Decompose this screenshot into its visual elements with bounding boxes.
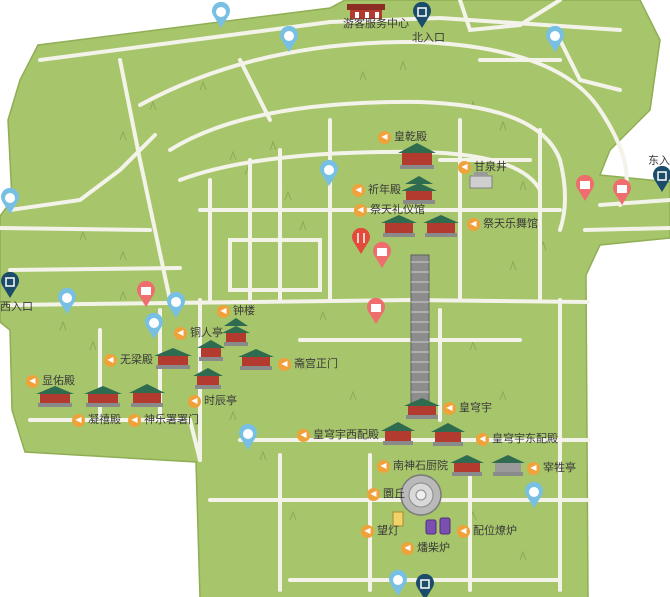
qinian-hall-building-icon (401, 176, 437, 204)
audio-guide-icon[interactable]: ◀ (378, 130, 391, 144)
shichen-pavilion-building-icon (193, 368, 223, 390)
toilet-pin-icon[interactable] (211, 2, 231, 28)
east-gate-pin-icon[interactable] (652, 165, 670, 192)
audio-guide-icon[interactable]: ◀ (401, 541, 414, 555)
toilet-pin-icon[interactable] (0, 188, 20, 214)
attraction-xianyou-hall[interactable]: ◀显佑殿 (26, 374, 75, 388)
visitor-center-label[interactable]: 游客服务中心 (343, 17, 409, 30)
audio-guide-icon[interactable]: ◀ (527, 461, 540, 475)
toilet-pin-icon[interactable] (166, 292, 186, 318)
attraction-wangdeng[interactable]: ◀望灯 (361, 524, 399, 538)
attraction-ningxi-hall[interactable]: ◀凝禧殿 (72, 413, 121, 427)
audio-guide-icon[interactable]: ◀ (443, 401, 456, 415)
attraction-huangqiong-yu[interactable]: ◀皇穹宇 (443, 401, 492, 415)
north-gate-pin-icon[interactable] (412, 1, 432, 29)
first-aid-pin-icon[interactable] (612, 179, 632, 205)
audio-guide-icon[interactable]: ◀ (476, 432, 489, 446)
attraction-ganquan-well[interactable]: ◀甘泉井 (458, 160, 507, 174)
audio-guide-icon[interactable]: ◀ (278, 357, 291, 371)
audio-guide-icon[interactable]: ◀ (128, 413, 141, 427)
yuewu-hall-building-icon (423, 215, 459, 237)
shenyue-gate-building-icon (129, 384, 165, 408)
audio-guide-icon[interactable]: ◀ (467, 217, 480, 231)
toilet-pin-icon[interactable] (545, 26, 565, 52)
audio-guide-icon[interactable]: ◀ (26, 374, 39, 388)
audio-guide-icon[interactable]: ◀ (457, 524, 470, 538)
zhaigong-building-icon (238, 349, 274, 371)
audio-guide-icon[interactable]: ◀ (361, 524, 374, 538)
west-side-hall-building-icon (381, 422, 415, 446)
toilet-pin-icon[interactable] (144, 313, 164, 339)
restaurant-pin-icon[interactable] (351, 228, 371, 254)
first-aid-pin-icon[interactable] (372, 242, 392, 268)
audio-guide-icon[interactable]: ◀ (352, 183, 365, 197)
attraction-zaisheng-pavilion[interactable]: ◀宰牲亭 (527, 461, 576, 475)
audio-guide-icon[interactable]: ◀ (354, 203, 367, 217)
attraction-peiwei-furnace[interactable]: ◀配位燎炉 (457, 524, 517, 538)
wuliang-hall-building-icon (154, 348, 192, 370)
audio-guide-icon[interactable]: ◀ (217, 304, 230, 318)
audio-guide-icon[interactable]: ◀ (72, 413, 85, 427)
attraction-shenyue-gate[interactable]: ◀神乐署署门 (128, 413, 199, 427)
east-side-hall-building-icon (431, 423, 465, 447)
attraction-huangqian-hall[interactable]: ◀皇乾殿 (378, 130, 427, 144)
toilet-pin-icon[interactable] (238, 424, 258, 450)
attraction-south-kitchen[interactable]: ◀南神石厨院 (377, 459, 448, 473)
attraction-shichen-pavilion[interactable]: ◀时辰亭 (188, 394, 237, 408)
north-gate-label[interactable]: 北入口 (412, 31, 445, 44)
audio-guide-icon[interactable]: ◀ (297, 428, 310, 442)
attraction-west-side-hall[interactable]: ◀皇穹宇西配殿 (297, 428, 379, 442)
attraction-jitian-liyi[interactable]: ◀祭天礼仪馆 (354, 203, 425, 217)
attraction-east-side-hall[interactable]: ◀皇穹宇东配殿 (476, 432, 558, 446)
east-gate-label[interactable]: 东入 (648, 154, 670, 167)
attraction-zhaigong-gate[interactable]: ◀斋宫正门 (278, 357, 338, 371)
attraction-qinian-hall[interactable]: ◀祈年殿 (352, 183, 401, 197)
first-aid-pin-icon[interactable] (136, 281, 156, 307)
attraction-copper-pavilion[interactable]: ◀铜人亭 (174, 326, 223, 340)
bell-tower-building-icon (222, 318, 250, 346)
toilet-pin-icon[interactable] (279, 26, 299, 52)
attraction-yuanqiu[interactable]: ◀圜丘 (367, 487, 405, 501)
liyi-hall-building-icon (381, 215, 417, 237)
toilet-pin-icon[interactable] (388, 570, 408, 596)
first-aid-pin-icon[interactable] (366, 298, 386, 324)
ningxi-hall-building-icon (84, 386, 122, 408)
west-gate-pin-icon[interactable] (0, 271, 20, 298)
attraction-wuliang-hall[interactable]: ◀无梁殿 (104, 353, 153, 367)
attraction-fanchai-furnace[interactable]: ◀燔柴炉 (401, 541, 450, 555)
attraction-bell-tower[interactable]: ◀钟楼 (217, 304, 255, 318)
toilet-pin-icon[interactable] (524, 482, 544, 508)
visitor-center-building-icon (347, 2, 385, 20)
audio-guide-icon[interactable]: ◀ (174, 326, 187, 340)
first-aid-pin-icon[interactable] (575, 175, 595, 201)
south-kitchen-building-icon (450, 455, 484, 477)
west-gate-label[interactable]: 西入口 (0, 300, 33, 313)
huangqian-hall-building-icon (398, 143, 436, 169)
audio-guide-icon[interactable]: ◀ (458, 160, 471, 174)
xianyou-hall-building-icon (36, 386, 74, 408)
toilet-pin-icon[interactable] (319, 160, 339, 186)
audio-guide-icon[interactable]: ◀ (104, 353, 117, 367)
zaisheng-building-icon (491, 455, 525, 477)
audio-guide-icon[interactable]: ◀ (188, 394, 201, 408)
huangqiong-yu-building-icon (404, 398, 440, 420)
audio-guide-icon[interactable]: ◀ (377, 459, 390, 473)
south-gate-pin-icon[interactable] (415, 573, 435, 597)
toilet-pin-icon[interactable] (57, 288, 77, 314)
audio-guide-icon[interactable]: ◀ (367, 487, 380, 501)
copper-pavilion-building-icon (197, 340, 225, 362)
attraction-jitian-yuewu[interactable]: ◀祭天乐舞馆 (467, 217, 538, 231)
